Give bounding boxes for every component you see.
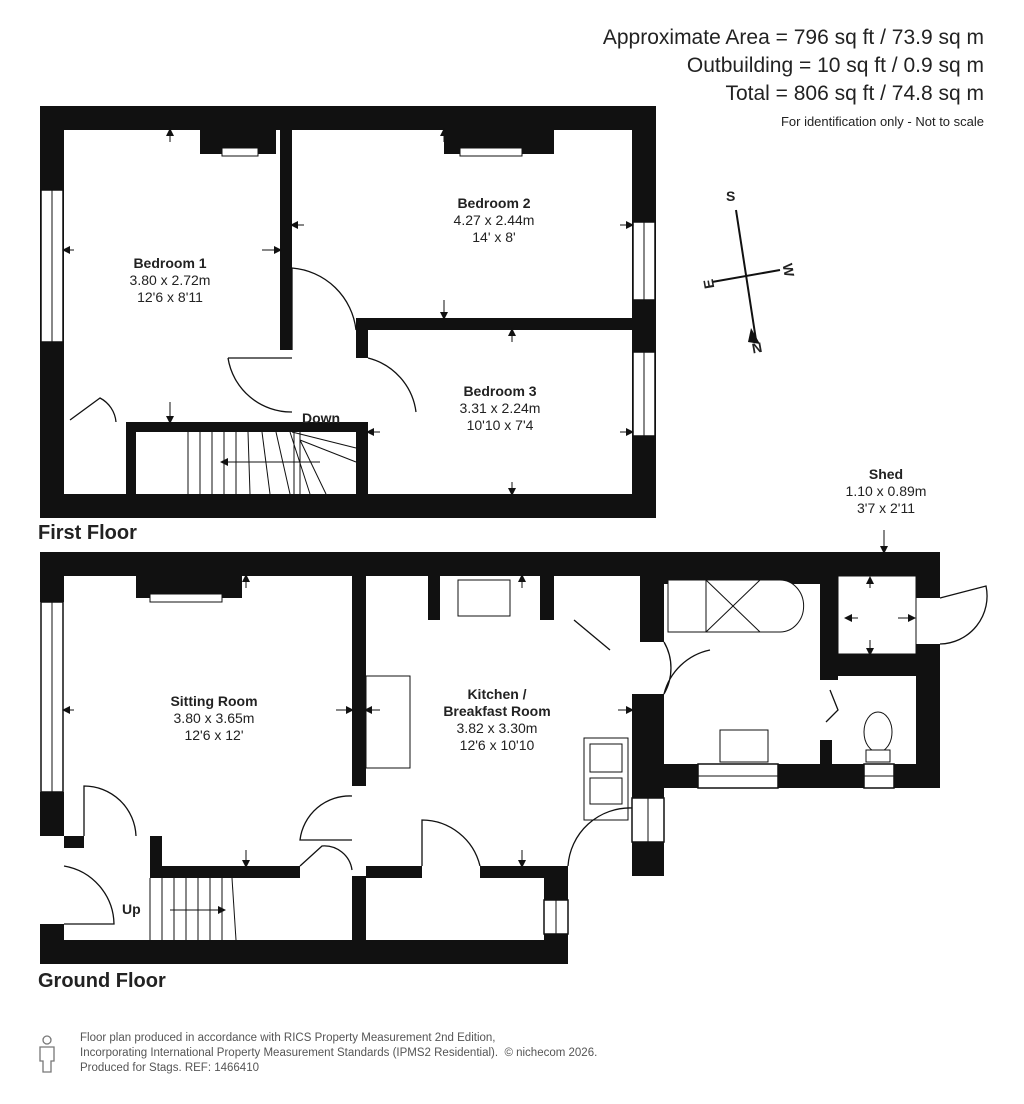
- room-imperial: 12'6 x 12': [184, 727, 244, 743]
- ground-floor-walls: [40, 552, 940, 964]
- room-name: Bedroom 2: [457, 195, 531, 211]
- footer-text: Floor plan produced in accordance with R…: [80, 1031, 597, 1076]
- stairs-down-label: Down: [302, 410, 341, 426]
- stairs-up-label: Up: [122, 901, 141, 917]
- room-shed: Shed 1.10 x 0.89m 3'7 x 2'11: [846, 466, 927, 517]
- room-name: Bedroom 3: [463, 383, 537, 399]
- room-bedroom-2: Bedroom 2 4.27 x 2.44m 14' x 8': [454, 195, 535, 246]
- room-imperial: 3'7 x 2'11: [856, 500, 916, 516]
- room-sitting: Sitting Room 3.80 x 3.65m 12'6 x 12': [170, 693, 257, 744]
- first-floor-label: First Floor: [38, 522, 137, 544]
- room-metric: 1.10 x 0.89m: [845, 483, 927, 499]
- room-metric: 3.82 x 3.30m: [456, 720, 538, 736]
- room-name-2: Breakfast Room: [443, 703, 551, 719]
- footer-line-3: Produced for Stags. REF: 1466410: [80, 1062, 259, 1074]
- first-floor-walls: [40, 106, 656, 518]
- room-metric: 3.80 x 2.72m: [129, 272, 211, 288]
- total-area: Total = 806 sq ft / 74.8 sq m: [725, 82, 984, 105]
- room-kitchen: Kitchen / Breakfast Room 3.82 x 3.30m 12…: [443, 686, 550, 754]
- compass-s: S: [726, 188, 736, 204]
- copyright: © nichecom 2026.: [504, 1047, 598, 1059]
- room-imperial: 12'6 x 8'11: [137, 289, 203, 305]
- room-imperial: 12'6 x 10'10: [459, 737, 535, 753]
- room-bedroom-3: Bedroom 3 3.31 x 2.24m 10'10 x 7'4: [460, 383, 541, 434]
- room-imperial: 10'10 x 7'4: [466, 417, 534, 433]
- room-bedroom-1: Bedroom 1 3.80 x 2.72m 12'6 x 8'11: [130, 255, 211, 306]
- footer-line-1: Floor plan produced in accordance with R…: [80, 1032, 496, 1044]
- person-scale-icon: [39, 1035, 55, 1073]
- outbuilding-area: Outbuilding = 10 sq ft / 0.9 sq m: [686, 54, 984, 77]
- scale-note: For identification only - Not to scale: [780, 114, 984, 129]
- ground-floor-label: Ground Floor: [38, 970, 166, 992]
- room-imperial: 14' x 8': [472, 229, 516, 245]
- footer-line-2: Incorporating International Property Mea…: [80, 1047, 598, 1059]
- approx-area: Approximate Area = 796 sq ft / 73.9 sq m: [602, 26, 984, 49]
- room-metric: 4.27 x 2.44m: [453, 212, 535, 228]
- room-name: Shed: [868, 466, 904, 482]
- room-name: Sitting Room: [170, 693, 258, 709]
- compass: [711, 209, 781, 341]
- compass-w: W: [779, 262, 798, 278]
- room-name: Kitchen /: [467, 686, 527, 702]
- room-metric: 3.80 x 3.65m: [173, 710, 255, 726]
- room-name: Bedroom 1: [133, 255, 207, 271]
- room-metric: 3.31 x 2.24m: [459, 400, 541, 416]
